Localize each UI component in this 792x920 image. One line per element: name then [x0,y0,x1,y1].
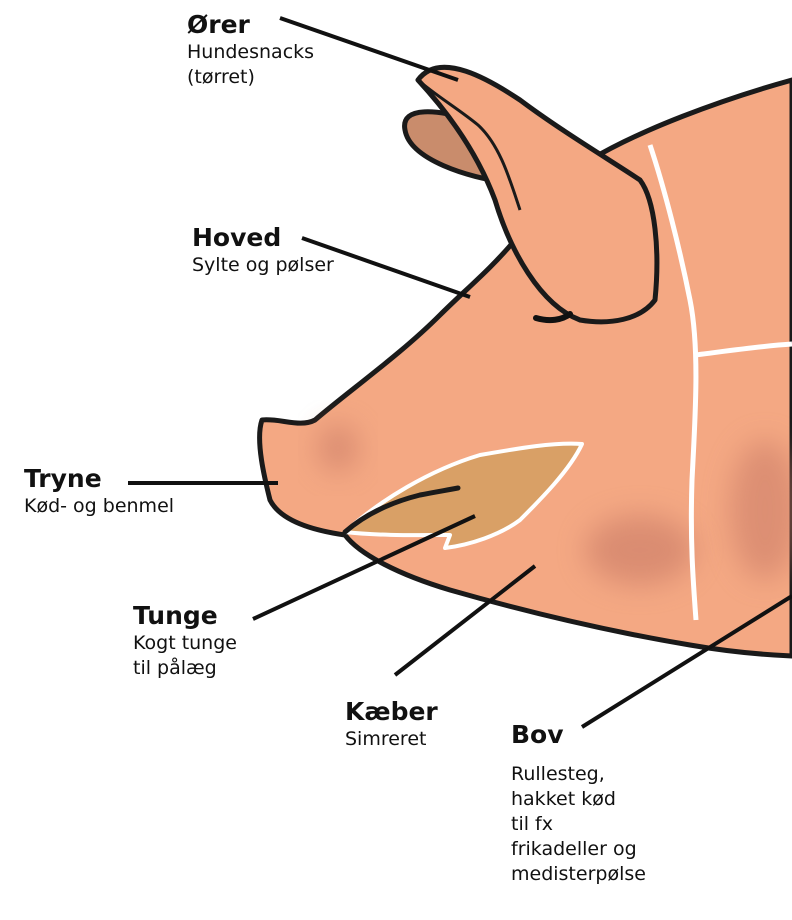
label-orer: Ører Hundesnacks (tørret) [187,10,314,90]
label-tunge-desc-2: til pålæg [133,656,237,681]
label-bov-desc-1: Rullesteg, [511,762,646,787]
label-kaeber-title: Kæber [345,697,438,727]
label-tryne: Tryne Kød- og benmel [24,464,174,519]
label-hoved-title: Hoved [192,223,334,253]
label-hoved: Hoved Sylte og pølser [192,223,334,278]
label-hoved-desc-1: Sylte og pølser [192,253,334,278]
label-tunge-desc-1: Kogt tunge [133,631,237,656]
label-bov-desc-2: hakket kød [511,787,646,812]
label-tryne-desc-1: Kød- og benmel [24,494,174,519]
label-tunge-title: Tunge [133,601,237,631]
label-bov: Bov Rullesteg, hakket kød til fx frikade… [511,720,646,887]
label-orer-desc-1: Hundesnacks [187,40,314,65]
label-orer-title: Ører [187,10,314,40]
shade-jaw [585,515,695,585]
label-bov-title: Bov [511,720,646,750]
label-bov-desc-3: til fx [511,812,646,837]
label-kaeber-desc-1: Simreret [345,727,438,752]
label-tryne-title: Tryne [24,464,174,494]
label-bov-desc-5: medisterpølse [511,862,646,887]
label-tunge: Tunge Kogt tunge til pålæg [133,601,237,681]
label-kaeber: Kæber Simreret [345,697,438,752]
label-orer-desc-2: (tørret) [187,65,314,90]
label-bov-desc-4: frikadeller og [511,837,646,862]
shade-snout [318,424,358,472]
